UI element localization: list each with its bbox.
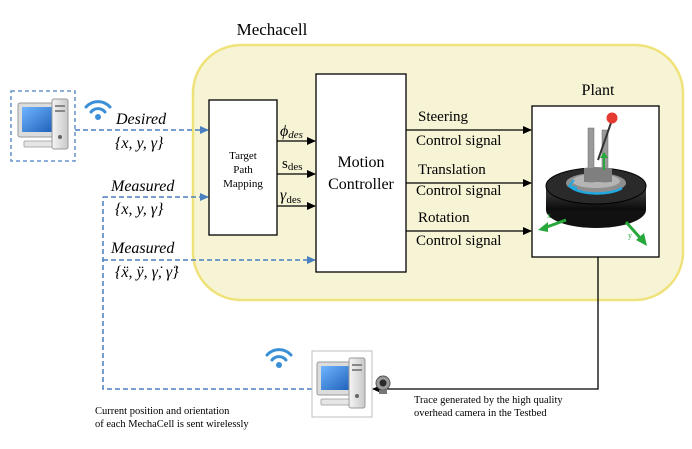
robot-illustration: x y [538,112,647,246]
desired-label: Desired [115,111,167,128]
mechacell-title: Mechacell [237,20,308,39]
measured-position-set: {x, y, γ} [115,201,164,218]
camera-caption-line-1: Trace generated by the high quality [414,395,563,406]
rotation-detail: Control signal [416,233,501,249]
plant-title: Plant [582,82,615,99]
camera-caption-line-2: overhead camera in the Testbed [414,408,547,419]
camera-feedback-line [372,257,599,393]
wireless-caption-line-2: of each MechaCell is sent wirelessly [95,419,249,430]
measured-derivatives-label: Measured [110,240,175,257]
controller-line-1: Motion [337,154,384,171]
phi-des-label: ϕdes [280,123,303,141]
mapping-line-2: Path [233,164,253,176]
mapping-line-3: Mapping [223,178,263,190]
translation-detail: Control signal [416,183,501,199]
s-des-label: sdes [282,156,303,173]
feedback-link [102,197,312,390]
steering-label: Steering [418,109,468,125]
rotation-label: Rotation [418,210,470,226]
gamma-des-label: γdes [280,187,301,206]
svg-text:y: y [628,231,632,240]
mapping-line-1: Target [229,150,257,162]
steering-detail: Control signal [416,133,501,149]
wifi-icon [265,348,293,368]
controller-line-2: Controller [328,176,394,193]
wireless-caption-line-1: Current position and orientation [95,406,230,417]
measured-position-label: Measured [110,178,175,195]
webcam-icon [375,375,391,394]
desired-set: {x, y, γ} [115,135,164,152]
target-path-mapping-block [208,99,278,236]
measured-derivatives-set: {ẍ, ÿ, γ̇, γ̈} [115,264,179,281]
desired-computer-frame [10,90,76,162]
svg-text:x: x [547,211,551,220]
wifi-icon [84,100,112,120]
desktop-computer-icon [17,98,69,150]
motion-controller-block [315,73,407,273]
desktop-computer-icon [316,357,366,409]
translation-label: Translation [418,162,486,178]
